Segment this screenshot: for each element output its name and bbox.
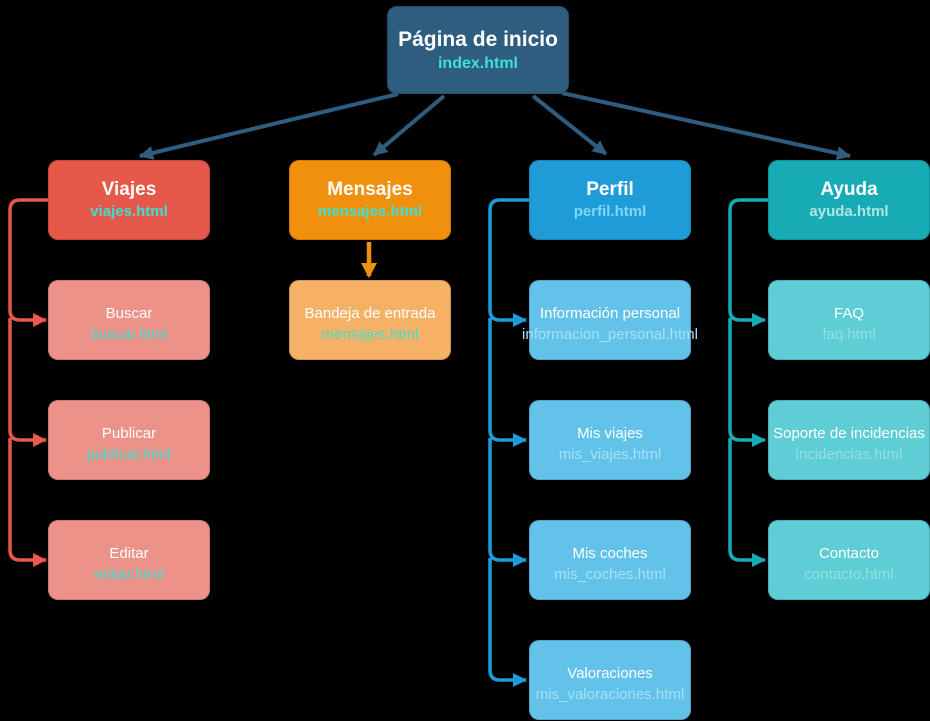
node-title: Ayuda [820, 179, 878, 200]
node-title: Viajes [101, 179, 157, 200]
node-valoraciones[interactable]: Valoraciones mis_valoraciones.html [529, 640, 691, 720]
node-subtitle: editar.html [94, 565, 164, 583]
node-title: Soporte de incidencias [773, 424, 925, 442]
node-subtitle: perfil.html [573, 203, 647, 220]
node-title: Mis coches [572, 544, 648, 562]
node-title: Mis viajes [577, 424, 643, 442]
arrow-root-to-viajes [139, 92, 399, 160]
node-contacto[interactable]: Contacto contacto.html [768, 520, 930, 600]
connector-perfil-branch-informacion [488, 198, 529, 327]
connector-ayuda-branch-faq [728, 198, 768, 327]
node-viajes[interactable]: Viajes viajes.html [48, 160, 210, 240]
node-title: Perfil [586, 179, 634, 200]
node-title: Página de inicio [398, 27, 558, 51]
node-title: Valoraciones [567, 664, 653, 682]
connector-perfil-branch-mis-coches [488, 438, 527, 567]
arrow-root-to-ayuda [561, 91, 851, 161]
node-title: Bandeja de entrada [304, 304, 436, 322]
node-mis-viajes[interactable]: Mis viajes mis_viajes.html [529, 400, 691, 480]
connector-ayuda-branch-contacto [728, 438, 766, 567]
node-subtitle: viajes.html [90, 203, 168, 220]
node-subtitle: ayuda.html [809, 203, 889, 220]
node-mensajes[interactable]: Mensajes mensajes.html [289, 160, 451, 240]
node-subtitle: mis_viajes.html [558, 445, 662, 463]
node-title: FAQ [833, 304, 864, 322]
node-ayuda[interactable]: Ayuda ayuda.html [768, 160, 930, 240]
connector-viajes-branch-buscar [8, 198, 48, 327]
node-pagina-de-inicio[interactable]: Página de inicio index.html [387, 6, 569, 94]
node-informacion-personal[interactable]: Información personal informacion_persona… [522, 280, 698, 360]
node-subtitle: faq.html [822, 325, 876, 343]
node-perfil[interactable]: Perfil perfil.html [529, 160, 691, 240]
node-subtitle: mensajes.html [321, 325, 419, 343]
node-subtitle: incidencias.html [795, 445, 903, 463]
node-editar[interactable]: Editar editar.html [48, 520, 210, 600]
connector-ayuda-branch-soporte [728, 318, 766, 447]
node-bandeja-de-entrada[interactable]: Bandeja de entrada mensajes.html [289, 280, 451, 360]
node-subtitle: index.html [437, 54, 518, 72]
node-mis-coches[interactable]: Mis coches mis_coches.html [529, 520, 691, 600]
node-buscar[interactable]: Buscar buscar.html [48, 280, 210, 360]
connector-viajes-branch-publicar [8, 318, 47, 447]
node-title: Editar [109, 544, 149, 562]
node-faq[interactable]: FAQ faq.html [768, 280, 930, 360]
connector-viajes-branch-editar [8, 438, 47, 567]
node-title: Información personal [539, 304, 681, 322]
node-soporte-de-incidencias[interactable]: Soporte de incidencias incidencias.html [768, 400, 930, 480]
node-publicar[interactable]: Publicar publicar.html [48, 400, 210, 480]
node-title: Buscar [105, 304, 153, 322]
node-subtitle: informacion_personal.html [522, 325, 698, 343]
node-title: Publicar [101, 424, 157, 442]
node-subtitle: publicar.html [86, 445, 172, 463]
node-subtitle: contacto.html [804, 565, 894, 583]
arrow-root-to-perfil [531, 94, 608, 156]
node-title: Mensajes [327, 179, 413, 200]
connector-perfil-branch-mis-viajes [488, 318, 527, 447]
node-subtitle: buscar.html [90, 325, 168, 343]
node-title: Contacto [818, 544, 880, 562]
node-subtitle: mensajes.html [317, 203, 423, 220]
node-subtitle: mis_valoraciones.html [535, 685, 685, 703]
connector-perfil-branch-valoraciones [488, 558, 527, 687]
node-subtitle: mis_coches.html [554, 565, 666, 583]
arrow-root-to-mensajes [372, 94, 446, 157]
